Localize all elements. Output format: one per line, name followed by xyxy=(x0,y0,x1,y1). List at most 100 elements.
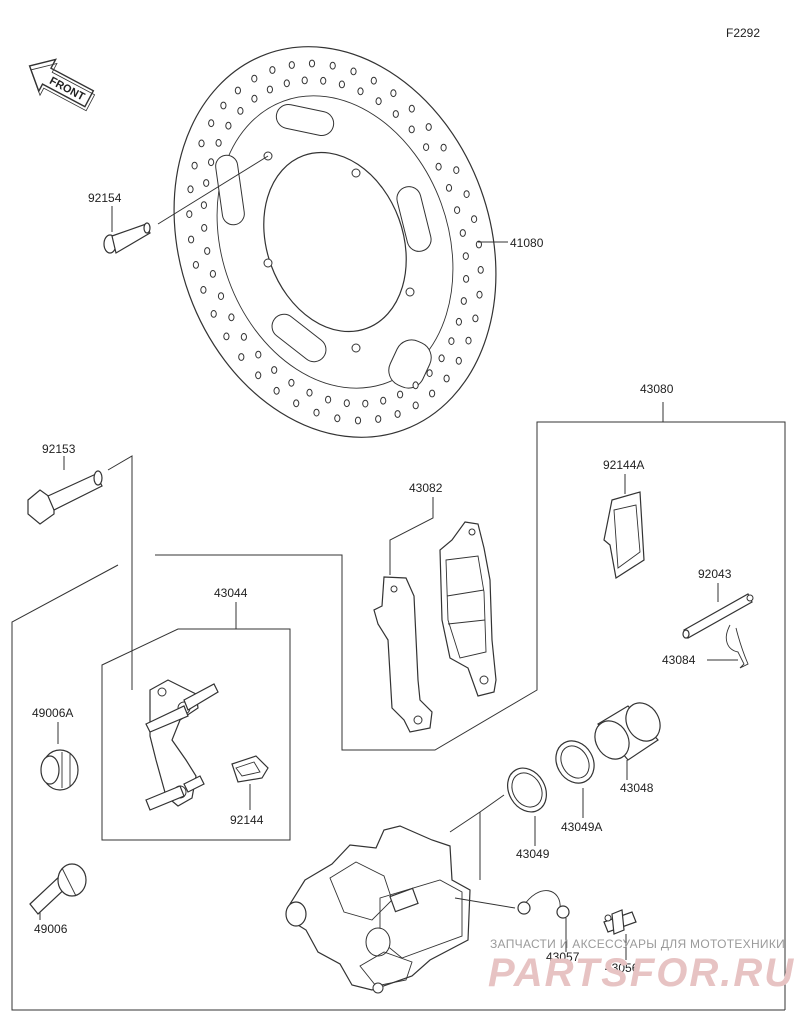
disc-hole xyxy=(412,401,419,410)
disc-hole xyxy=(408,125,415,134)
disc-hole xyxy=(325,395,332,404)
disc-hole xyxy=(192,261,199,269)
disc-hole xyxy=(210,310,217,318)
disc-hole xyxy=(198,139,205,148)
disc-hole xyxy=(234,86,241,95)
disc-hole xyxy=(251,94,258,103)
dust-seal-43049A xyxy=(555,740,595,784)
clip-43084 xyxy=(725,624,749,669)
disc-hole xyxy=(412,381,419,390)
label-43044: 43044 xyxy=(214,586,248,600)
disc-hole xyxy=(357,87,364,96)
cap-43057 xyxy=(517,890,570,919)
label-43056: 43056 xyxy=(605,961,639,975)
disc-hole xyxy=(238,353,245,361)
label-92153: 92153 xyxy=(42,442,76,456)
disc-hole xyxy=(477,266,484,274)
disc-hole xyxy=(362,399,369,408)
disc-hole xyxy=(320,76,327,85)
disc-hole xyxy=(283,79,290,88)
disc-hole xyxy=(375,415,382,423)
disc-hole xyxy=(228,313,235,322)
disc-hole xyxy=(392,110,399,118)
leader-92154-disc xyxy=(157,155,269,225)
label-43049A: 43049A xyxy=(561,820,602,834)
disc-hole xyxy=(273,386,280,395)
boot-49006A xyxy=(40,749,79,791)
disc-hole xyxy=(186,210,193,219)
label-49006A: 49006A xyxy=(32,706,73,720)
disc-hole xyxy=(237,107,244,115)
leader-seal-caliper xyxy=(449,794,505,833)
disc-hole xyxy=(475,240,482,249)
disc-hole xyxy=(390,89,397,98)
disc-hole xyxy=(440,143,447,152)
caliper-body xyxy=(285,825,471,994)
disc-hole xyxy=(454,206,461,215)
disc-hole xyxy=(251,74,258,83)
disc-hole xyxy=(338,80,345,89)
disc-hole xyxy=(240,333,247,341)
disc-hole xyxy=(288,61,295,69)
disc-hole xyxy=(354,416,362,425)
disc-hole xyxy=(476,290,483,299)
disc-hole xyxy=(334,414,341,423)
disc-hole xyxy=(380,396,387,405)
disc-hole xyxy=(201,224,208,232)
disc-hole xyxy=(462,252,469,261)
disc-hole xyxy=(301,76,308,85)
disc-hole xyxy=(209,270,216,278)
disc-hole xyxy=(343,399,350,408)
disc-hole xyxy=(269,66,276,74)
disc-hole xyxy=(255,350,262,359)
label-92144A: 92144A xyxy=(603,458,644,472)
disc-hole xyxy=(203,179,210,187)
label-41080: 41080 xyxy=(510,236,544,250)
label-43080: 43080 xyxy=(640,382,674,396)
pad-spring-92144A xyxy=(603,491,645,579)
disc-hole xyxy=(313,408,320,417)
watermark-tagline: ЗАПЧАСТИ И АКСЕССУАРЫ ДЛЯ МОТОТЕХНИКИ xyxy=(490,937,785,951)
label-43082: 43082 xyxy=(409,481,443,495)
disc-hole xyxy=(200,201,207,210)
disc-hole xyxy=(429,389,436,398)
disc-hole xyxy=(443,374,450,383)
leader-43057-body xyxy=(454,897,516,909)
disc-hole xyxy=(472,314,479,323)
outline-43044 xyxy=(101,602,291,841)
disc-hole xyxy=(455,356,462,365)
spring-92144 xyxy=(231,755,269,783)
disc-hole xyxy=(370,76,377,85)
disc-hole xyxy=(266,85,273,94)
caliper-holder-43044 xyxy=(145,679,219,811)
disc-hole xyxy=(204,247,211,255)
disc-hole xyxy=(191,161,198,170)
disc-hole xyxy=(423,143,430,152)
label-92154: 92154 xyxy=(88,191,122,205)
caliper-bolt-92153 xyxy=(27,470,103,525)
watermark-logo: PARTSFOR.RU xyxy=(488,951,795,995)
label-49006: 49006 xyxy=(34,922,68,936)
label-92043: 92043 xyxy=(698,567,732,581)
disc-hole xyxy=(465,336,472,345)
disc-hole xyxy=(187,185,194,194)
label-43049: 43049 xyxy=(516,847,550,861)
disc-hole xyxy=(188,235,195,244)
disc-hole xyxy=(208,119,215,128)
figure-code: F2292 xyxy=(726,26,760,40)
label-43048: 43048 xyxy=(620,781,654,795)
label-43057: 43057 xyxy=(546,950,580,964)
disc-hole xyxy=(200,286,207,294)
outline-43080-right xyxy=(537,421,786,1010)
disc-hole xyxy=(217,292,225,301)
disc-hole xyxy=(438,354,445,363)
disc-hole xyxy=(375,97,382,106)
label-43084: 43084 xyxy=(662,653,696,667)
disc-hole xyxy=(397,390,404,399)
disc-hole xyxy=(308,59,316,68)
disc-hole xyxy=(460,297,467,305)
disc-hole xyxy=(463,190,470,199)
brake-pad-right xyxy=(439,521,497,697)
outline-caliper xyxy=(11,564,785,1011)
disc-hole xyxy=(223,332,230,341)
